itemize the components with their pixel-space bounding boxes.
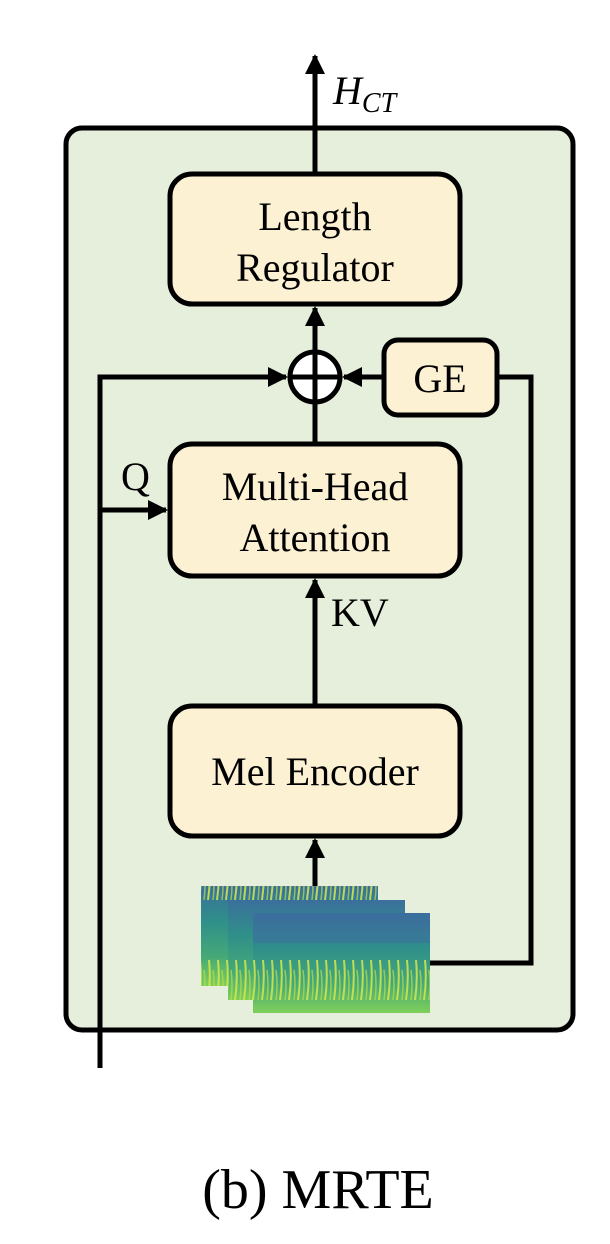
spectrogram-to-ge-path: [430, 374, 534, 966]
mel-encoder-block: Mel Encoder: [167, 703, 463, 839]
mel-spectrogram-image: [253, 913, 430, 1013]
mel-spectrogram-stack: [201, 886, 430, 1013]
mel-encoder-label: Mel Encoder: [211, 749, 419, 794]
residual-path: [97, 367, 288, 1068]
output-label: HCT: [332, 68, 399, 119]
ge-label: GE: [413, 356, 466, 401]
length-regulator-label-line2: Regulator: [236, 245, 394, 290]
ge-block: GE: [381, 337, 500, 418]
multi-head-attention-block: Multi-Head Attention: [167, 441, 463, 579]
figure-caption: (b) MRTE: [202, 1159, 434, 1221]
adder-icon: [287, 349, 343, 405]
query-label: Q: [121, 454, 150, 499]
kv-label: KV: [331, 590, 389, 635]
multi-head-attention-label-line2: Attention: [239, 515, 390, 560]
length-regulator-block: Length Regulator: [167, 171, 463, 307]
multi-head-attention-label-line1: Multi-Head: [222, 464, 409, 509]
length-regulator-label-line1: Length: [258, 194, 371, 239]
